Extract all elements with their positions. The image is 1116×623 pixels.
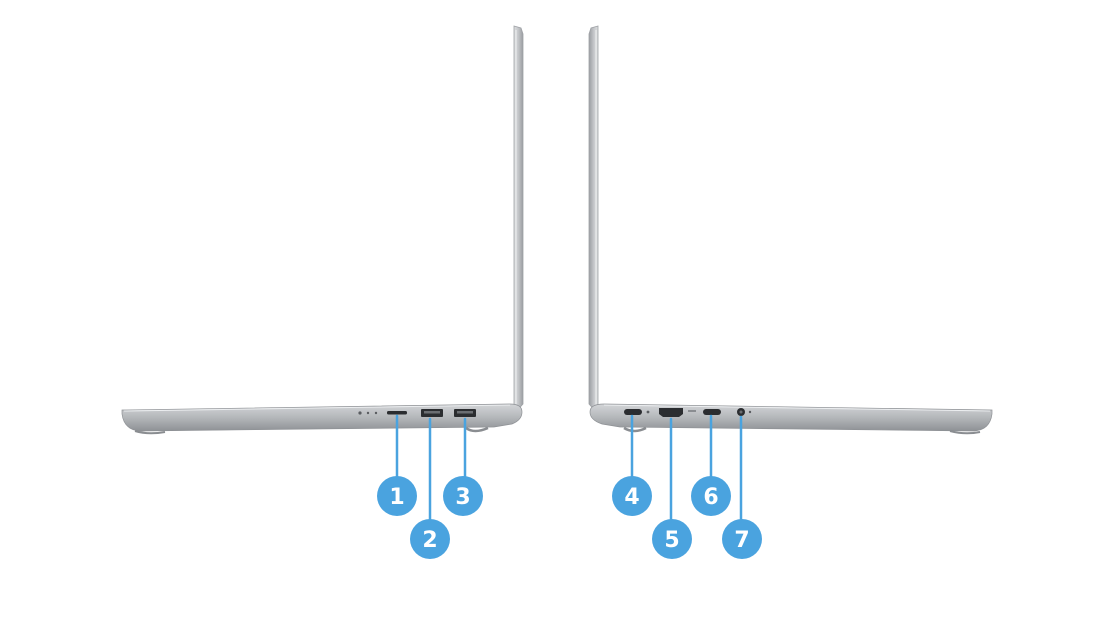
usb-c-port-icon: [624, 409, 642, 415]
callout-number: 7: [734, 528, 749, 553]
callout-number: 3: [455, 485, 470, 510]
callout-leader-lines: [395, 414, 743, 522]
callout-number: 6: [703, 485, 718, 510]
laptop-left-lid: [513, 25, 524, 416]
port-callout-3: 3: [443, 476, 483, 516]
port-callout-4: 4: [612, 476, 652, 516]
callout-number: 5: [664, 528, 679, 553]
callout-number: 4: [624, 485, 639, 510]
laptop-right-side-view: [588, 25, 993, 435]
port-callout-5: 5: [652, 519, 692, 559]
port-callouts: 1 2 3 4 5 6 7: [377, 476, 762, 559]
callout-number: 2: [422, 528, 437, 553]
hdmi-port-icon: [659, 408, 683, 417]
port-callout-6: 6: [691, 476, 731, 516]
callout-number: 1: [389, 485, 404, 510]
laptop-left-side-view: [121, 25, 524, 435]
port-callout-1: 1: [377, 476, 417, 516]
port-callout-2: 2: [410, 519, 450, 559]
usb-c-port-icon: [703, 409, 721, 415]
microsd-card-reader-icon: [387, 411, 407, 415]
laptop-right-lid: [588, 25, 599, 416]
port-callout-7: 7: [722, 519, 762, 559]
